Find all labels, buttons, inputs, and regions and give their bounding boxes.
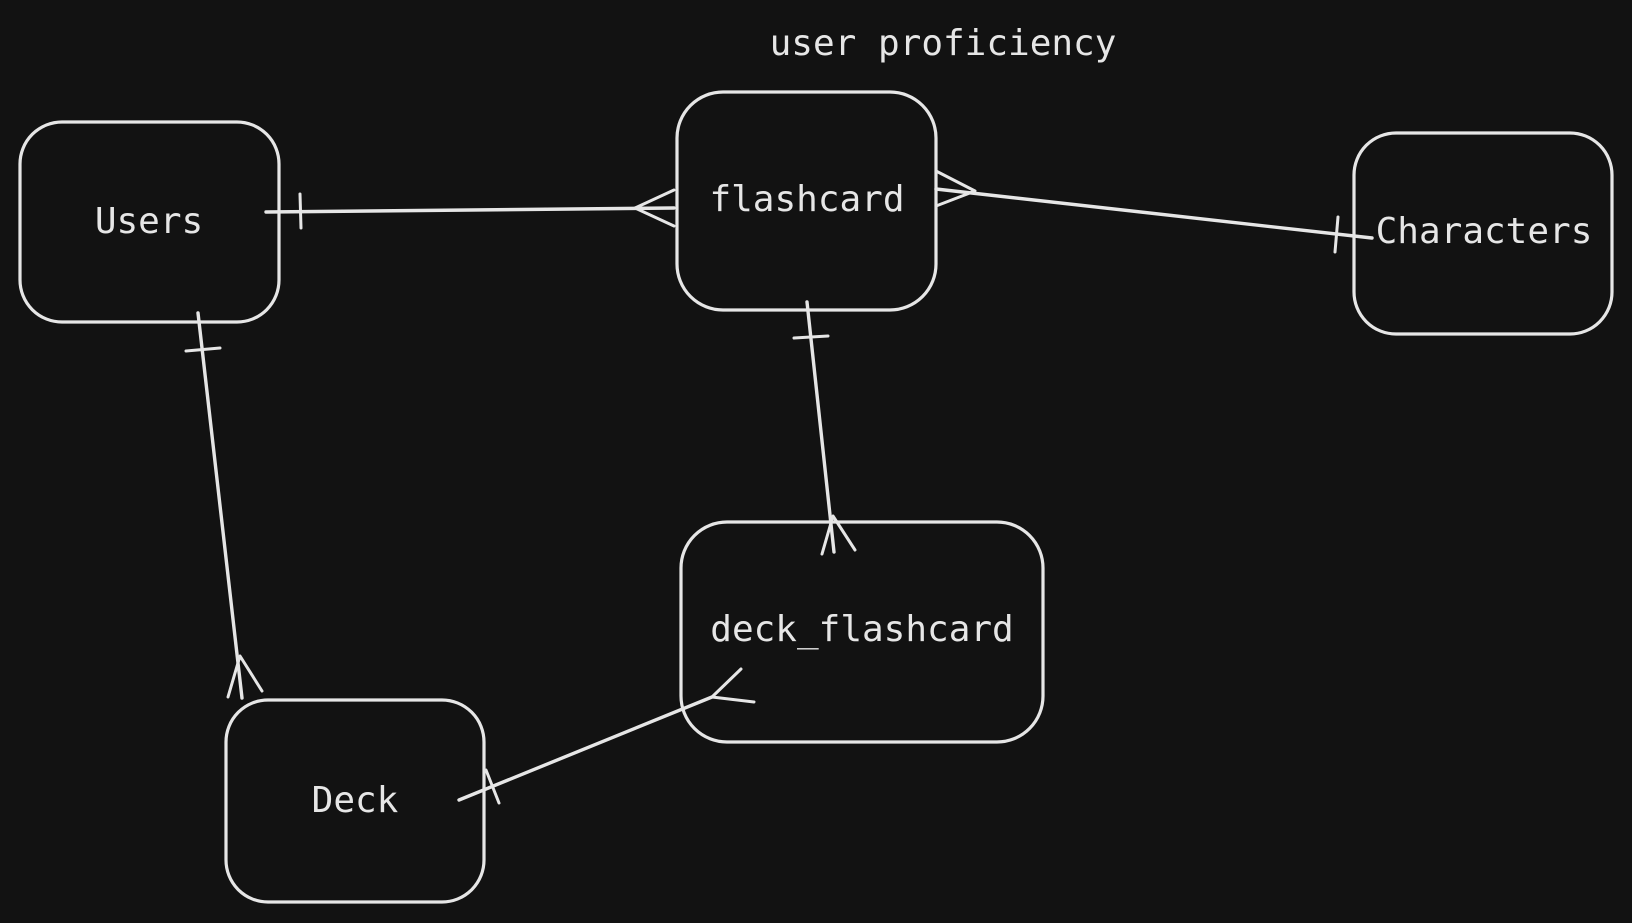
crowfoot-many-icon xyxy=(710,667,756,704)
entity-users-box xyxy=(18,120,281,324)
entity-deck-flashcard[interactable]: deck_flashcard xyxy=(679,520,1045,744)
relationship-users-deck-line xyxy=(196,311,244,700)
crowfoot-many-icon xyxy=(820,514,857,556)
relationship-flashcard-deck-flashcard-line xyxy=(805,300,836,554)
relationship-characters-flashcard[interactable] xyxy=(934,169,1374,254)
relationship-users-flashcard[interactable] xyxy=(264,188,676,230)
relationship-deck-deck-flashcard[interactable] xyxy=(457,667,756,805)
entity-users[interactable]: Users xyxy=(18,120,281,324)
entity-deck-flashcard-label: deck_flashcard xyxy=(710,609,1013,650)
entity-flashcard[interactable]: flashcard xyxy=(675,90,938,312)
relationship-characters-flashcard-line xyxy=(934,187,1374,240)
entity-deck-label: Deck xyxy=(312,780,399,821)
crowfoot-many-icon xyxy=(633,188,676,228)
entity-characters[interactable]: Characters xyxy=(1352,131,1614,336)
entity-characters-box xyxy=(1352,131,1614,336)
entity-deck-box xyxy=(224,698,486,904)
relationship-users-flashcard-line xyxy=(264,206,676,214)
one-marker-icon xyxy=(792,334,830,340)
diagram-title: user proficiency xyxy=(770,23,1117,64)
entity-deck[interactable]: Deck xyxy=(224,698,486,904)
crowfoot-many-icon xyxy=(226,654,264,699)
entity-flashcard-label: flashcard xyxy=(709,179,904,220)
one-marker-icon xyxy=(1333,215,1340,254)
one-marker-icon xyxy=(484,768,501,805)
relationship-flashcard-deck-flashcard[interactable] xyxy=(792,300,857,556)
entity-characters-label: Characters xyxy=(1376,211,1593,252)
crowfoot-many-icon xyxy=(934,169,977,208)
one-marker-icon xyxy=(298,192,303,230)
relationship-deck-deck-flashcard-line xyxy=(457,695,714,802)
one-marker-icon xyxy=(184,346,222,353)
entity-deck-flashcard-box xyxy=(679,520,1045,744)
entity-users-label: Users xyxy=(95,201,203,242)
relationship-users-deck[interactable] xyxy=(184,311,264,700)
